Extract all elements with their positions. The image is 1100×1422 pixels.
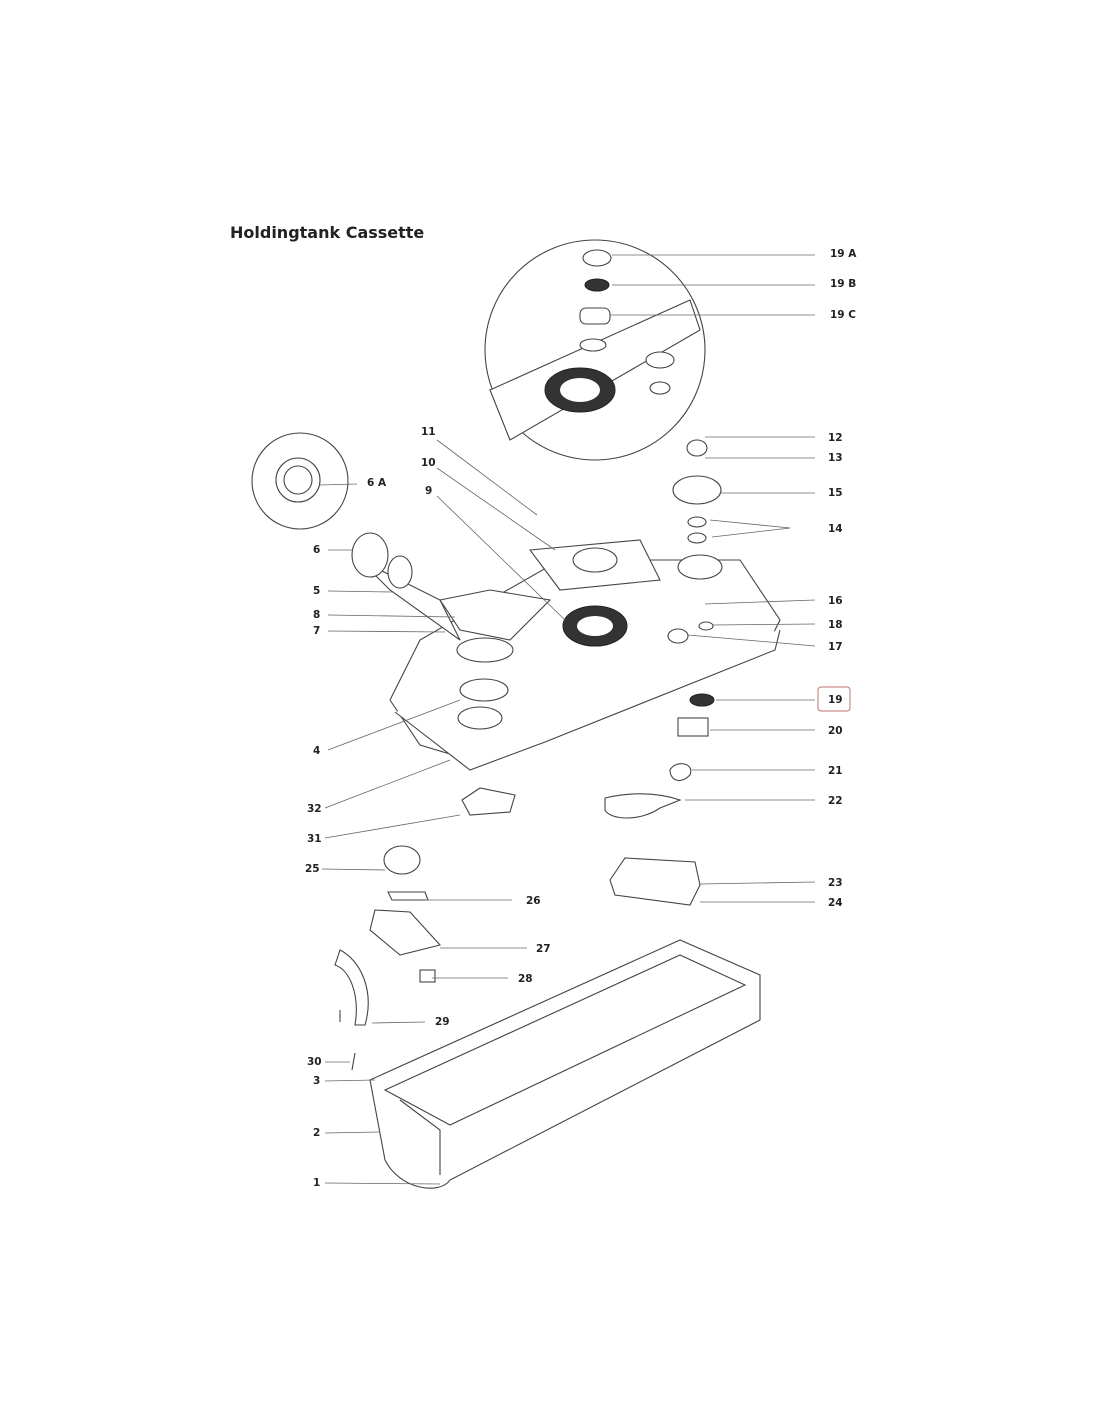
part-label: 29 [435,1016,450,1028]
leader-line [324,1131,381,1134]
highlight-box [817,686,851,712]
part-label: 8 [313,609,320,621]
part-label: 6 [313,544,320,556]
part-label: 25 [305,863,320,875]
diagram-title: Holdingtank Cassette [230,223,425,242]
part-label: 22 [828,795,843,807]
leader-line [687,634,816,647]
leader-line [327,699,461,751]
part-label: 14 [828,523,843,535]
leader-line [327,630,446,633]
part-label: 13 [828,452,843,464]
detail-circle-6a [251,432,349,530]
part-label: 19 A [830,248,857,260]
part-label: 4 [313,745,320,757]
part-label: 7 [313,625,320,637]
leader-line [436,439,538,516]
part-label: 2 [313,1127,320,1139]
part-label: 30 [307,1056,322,1068]
leader-line [371,1021,426,1024]
part-label: 3 [313,1075,320,1087]
part-label: 19 C [830,309,856,321]
small-parts [334,693,715,1071]
part-label: 23 [828,877,843,889]
part-label: 28 [518,973,533,985]
lower-tank [369,939,761,1189]
leader-line [709,519,791,529]
part-label: 20 [828,725,843,737]
part-label: 17 [828,641,843,653]
part-label: 16 [828,595,843,607]
tank-top-assembly [351,439,781,771]
part-label: 21 [828,765,843,777]
part-label: 15 [828,487,843,499]
part-label: 12 [828,432,843,444]
leader-line [324,1182,441,1185]
part-label: 26 [526,895,541,907]
part-label: 19 B [830,278,856,290]
leader-line [324,759,451,809]
part-label: 1 [313,1177,320,1189]
leader-line [712,623,816,626]
part-label: 9 [425,485,432,497]
part-label: 19 [828,694,843,706]
leader-line [699,881,816,885]
part-label: 27 [536,943,551,955]
detail-circle-top [484,239,706,461]
leader-line [321,868,386,871]
leader-line [436,467,556,551]
leader-line [704,599,816,605]
part-label: 18 [828,619,843,631]
leader-line [319,483,358,486]
part-label: 10 [421,457,436,469]
leader-line [324,1079,376,1082]
leader-line [711,527,791,538]
leader-line [327,590,393,593]
part-label: 32 [307,803,322,815]
leader-line [324,814,461,839]
part-label: 5 [313,585,320,597]
part-label: 31 [307,833,322,845]
leader-line [327,614,456,618]
part-label: 24 [828,897,843,909]
part-label: 6 A [367,477,387,489]
part-label: 11 [421,426,436,438]
leader-line [436,495,566,621]
